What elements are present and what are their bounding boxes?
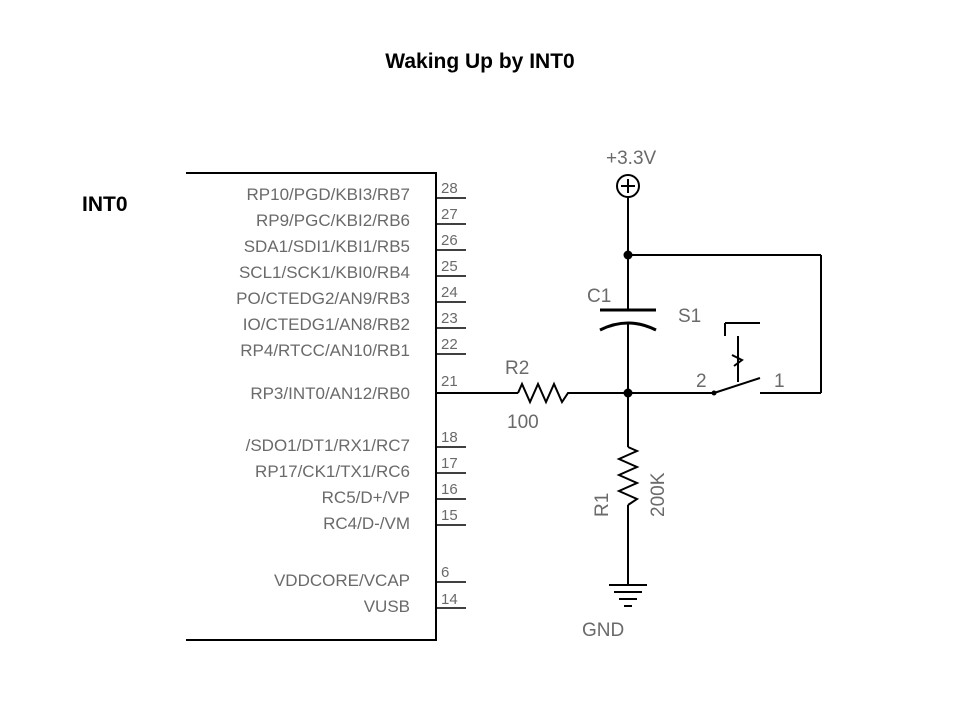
pin-name: VDDCORE/VCAP: [274, 571, 410, 590]
pin-name: RC4/D-/VM: [323, 514, 410, 533]
pin-name: SDA1/SDI1/KBI1/RB5: [244, 237, 410, 256]
resistor-r2: [517, 381, 572, 405]
s1-pin2: 2: [696, 371, 707, 392]
r1-label: R1: [592, 493, 613, 517]
pin-number: 24: [441, 284, 458, 301]
pin-name: IO/CTEDG1/AN8/RB2: [243, 315, 410, 334]
chip-outline: [186, 172, 437, 641]
pin-name: RP10/PGD/KBI3/RB7: [247, 185, 410, 204]
ground-symbol: [609, 584, 647, 607]
c1-label: C1: [587, 286, 611, 307]
capacitor-c1: [599, 308, 657, 332]
pin-name: PO/CTEDG2/AN9/RB3: [236, 289, 410, 308]
junction-dot: [623, 250, 633, 260]
pin-number: 17: [441, 455, 458, 472]
pin-number: 16: [441, 481, 458, 498]
pin-name: RP17/CK1/TX1/RC6: [255, 462, 410, 481]
pin-name: VUSB: [364, 597, 410, 616]
pin-names: RP10/PGD/KBI3/RB7 RP9/PGC/KBI2/RB6 SDA1/…: [236, 185, 410, 616]
pin-number: 25: [441, 258, 458, 275]
pin-number: 14: [441, 591, 458, 608]
pin-name: RP9/PGC/KBI2/RB6: [256, 211, 410, 230]
pin-name: RC5/D+/VP: [322, 488, 410, 507]
pin-number: 6: [441, 564, 449, 581]
page-title: Waking Up by INT0: [385, 50, 575, 73]
pin-number: 23: [441, 310, 458, 327]
ground-label: GND: [582, 620, 624, 641]
switch-s1: [704, 322, 770, 396]
pin-number: 21: [441, 373, 458, 390]
pin-numbers: 28 27 26 25 24 23 22 21 18 17 16 15 6 14: [441, 180, 458, 608]
resistor-r1: [616, 446, 640, 506]
s1-label: S1: [678, 306, 701, 327]
r2-label: R2: [505, 358, 529, 379]
pin-name: SCL1/SCK1/KBI0/RB4: [239, 263, 410, 282]
pin-number: 18: [441, 429, 458, 446]
power-label: +3.3V: [606, 148, 657, 169]
pin-name: RP3/INT0/AN12/RB0: [250, 384, 410, 403]
s1-pin1: 1: [774, 371, 785, 392]
pin-number: 28: [441, 180, 458, 197]
pin-number: 27: [441, 206, 458, 223]
int0-label: INT0: [82, 193, 128, 216]
power-symbol: [616, 174, 640, 198]
r2-value: 100: [507, 412, 539, 433]
pin-number: 15: [441, 507, 458, 524]
pin-name: /SDO1/DT1/RX1/RC7: [246, 436, 410, 455]
pin-name: RP4/RTCC/AN10/RB1: [240, 341, 410, 360]
pin-number: 22: [441, 336, 458, 353]
junction-dot: [623, 388, 633, 398]
pin-stubs: [436, 197, 466, 609]
r1-value: 200K: [648, 472, 669, 517]
pin-number: 26: [441, 232, 458, 249]
